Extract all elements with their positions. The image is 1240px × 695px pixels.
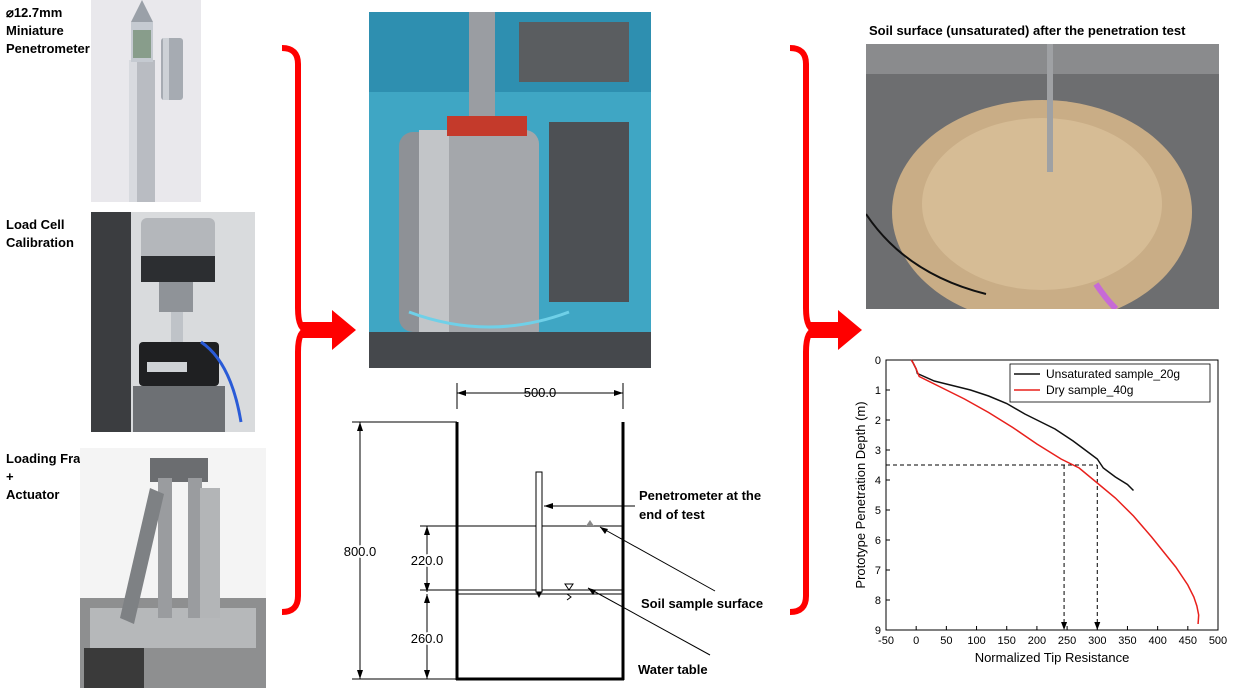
x-tick-label: 100 [967,635,985,647]
y-tick-label: 5 [875,505,881,517]
height-dimension: 800.0 [344,544,377,559]
lower-dimension: 260.0 [411,631,444,646]
y-axis-label: Prototype Penetration Depth (m) [853,401,868,588]
loading-frame-label: Loading Frame + Actuator [6,450,99,504]
x-tick-label: 500 [1209,635,1227,647]
load-cell-photo [91,212,255,432]
width-dimension: 500.0 [524,385,557,400]
penetrometer-label-line2: Miniature [6,23,64,38]
container-schematic: 500.0 800.0 220.0 260.0 Penetrometer at … [342,383,763,681]
x-tick-label: 200 [1028,635,1046,647]
water-table-note: Water table [638,662,708,677]
y-tick-label: 6 [875,535,881,547]
legend-entry: Dry sample_40g [1046,383,1133,397]
x-tick-label: 450 [1179,635,1197,647]
penetrometer-label: ⌀12.7mm Miniature Penetrometer [6,4,90,58]
series-line-dry-sample-40g [910,359,1200,625]
y-tick-label: 8 [875,595,881,607]
loading-frame-label-line1: Loading Frame [6,451,100,466]
upper-dimension: 220.0 [411,553,444,568]
load-cell-label-line2: Calibration [6,235,74,250]
y-tick-label: 0 [875,355,881,367]
x-tick-label: 50 [940,635,952,647]
loading-frame-label-line3: Actuator [6,487,60,502]
x-tick-label: 250 [1058,635,1076,647]
y-tick-label: 9 [875,625,881,637]
legend-box [1009,363,1211,403]
penetrometer-photo [91,0,201,202]
y-tick-label: 1 [875,385,881,397]
x-tick-label: -50 [878,635,894,647]
penetrometer-label-line3: Penetrometer [6,41,90,56]
plot-frame [885,359,1219,631]
y-tick-label: 4 [875,475,881,487]
reference-arrowhead [1094,622,1101,630]
legend-entry: Unsaturated sample_20g [1046,367,1180,381]
load-cell-label-line1: Load Cell [6,217,65,232]
y-tick-label: 3 [875,445,881,457]
left-brace-arrow [281,45,356,615]
penetrometer-note-line2: end of test [639,507,705,522]
y-tick-label: 2 [875,415,881,427]
loading-frame-label-line2: + [6,469,14,484]
penetrometer-label-line1: ⌀12.7mm [6,5,63,20]
right-brace-arrow [789,45,862,615]
x-tick-label: 400 [1148,635,1166,647]
reference-arrowhead [1061,622,1068,630]
x-tick-label: 150 [998,635,1016,647]
soil-surface-note: Soil sample surface [641,596,763,611]
penetrometer-note-line1: Penetrometer at the [639,488,761,503]
x-tick-label: 300 [1088,635,1106,647]
x-axis-label: Normalized Tip Resistance [975,650,1130,665]
soil-surface-photo [866,44,1219,309]
load-cell-label: Load Cell Calibration [6,216,74,252]
x-tick-label: 0 [913,635,919,647]
y-tick-label: 7 [875,565,881,577]
centrifuge-container-photo [369,12,651,368]
x-tick-label: 350 [1118,635,1136,647]
loading-frame-photo [80,448,266,688]
soil-surface-caption: Soil surface (unsaturated) after the pen… [869,23,1186,38]
penetration-chart: -50 0 50 100 150 200 250 300 350 400 450 500 0 1 2 3 4 5 6… [853,355,1227,665]
